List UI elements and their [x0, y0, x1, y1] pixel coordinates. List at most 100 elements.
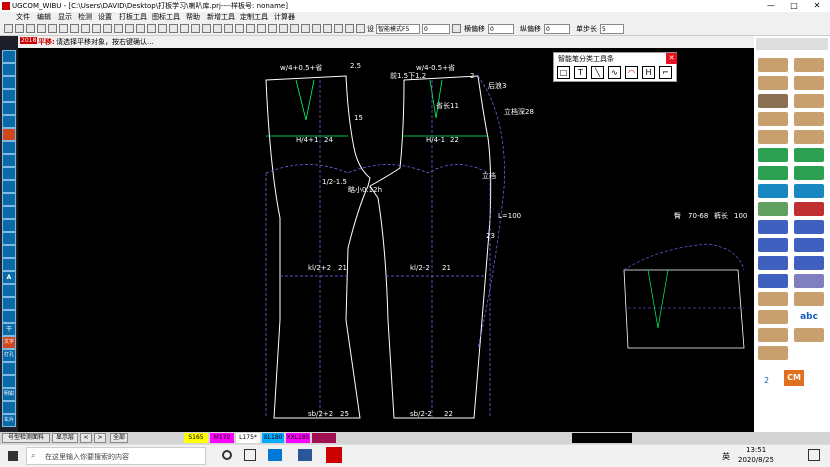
tool-button-icon[interactable] [2, 310, 16, 323]
ruler-icon[interactable] [246, 24, 255, 33]
mode-select[interactable]: 智能模式F5 [376, 24, 420, 34]
seam-icon[interactable] [213, 24, 222, 33]
dialog-h-tool[interactable]: H [642, 66, 655, 79]
tool-orange-icon[interactable] [2, 128, 16, 141]
tool-dart-icon[interactable] [2, 258, 16, 271]
task-view-icon[interactable] [244, 449, 256, 461]
tool-tan3-icon[interactable] [758, 310, 788, 324]
save-icon[interactable] [26, 24, 35, 33]
dialog-t-tool[interactable]: T [574, 66, 587, 79]
menu-settings[interactable]: 设置 [98, 13, 112, 21]
print-icon[interactable] [70, 24, 79, 33]
tool-cut-icon[interactable] [2, 245, 16, 258]
menu-file[interactable]: 文件 [16, 13, 30, 21]
tool-pleat-icon[interactable] [2, 297, 16, 310]
tool-blue3-icon[interactable] [758, 238, 788, 252]
cm-unit-button[interactable]: CM [784, 370, 804, 386]
maximize-button[interactable]: □ [790, 1, 798, 10]
size-tab[interactable]: S165 [184, 433, 208, 443]
calc-icon[interactable] [356, 24, 365, 33]
menu-help[interactable]: 帮助 [186, 13, 200, 21]
tool-notch-icon[interactable] [2, 206, 16, 219]
menu-new-tools[interactable]: 新增工具 [207, 13, 235, 21]
size-check-button[interactable]: 号型检测面料 [2, 433, 50, 443]
tool-arrow2-icon[interactable] [794, 184, 824, 198]
tool-square-icon[interactable] [758, 112, 788, 126]
zoom-fit-icon[interactable] [59, 24, 68, 33]
tool-hole-icon[interactable] [2, 362, 16, 375]
display-layer-button[interactable]: 显示层 [52, 433, 78, 443]
tool-red-icon[interactable] [794, 202, 824, 216]
tool-compass2-icon[interactable] [794, 94, 824, 108]
menu-view[interactable]: 显示 [58, 13, 72, 21]
size-tab[interactable]: XXL185 [286, 433, 310, 443]
tool-blue5-icon[interactable] [758, 256, 788, 270]
dialog-close-button[interactable]: ✕ [666, 53, 677, 64]
undo-icon[interactable] [103, 24, 112, 33]
dialog-line-tool[interactable]: ╲ [591, 66, 604, 79]
tool-punch-label[interactable]: 打孔 [2, 349, 16, 362]
tool-mirror-icon[interactable] [2, 180, 16, 193]
tool-dry-label[interactable]: 干 [2, 323, 16, 336]
dialog-arc-tool[interactable]: ◠ [625, 66, 638, 79]
redo-icon[interactable] [114, 24, 123, 33]
drawing-canvas[interactable]: w/4+0.5+省 2.5 w/4-0.5+省 2 前1.5下1.2 后浪3 立… [18, 48, 754, 432]
tool-compass-icon[interactable] [758, 94, 788, 108]
tool-triangle-icon[interactable] [758, 328, 788, 342]
point-icon[interactable] [334, 24, 343, 33]
tool-rotate-icon[interactable] [2, 193, 16, 206]
tool-purple-icon[interactable] [794, 274, 824, 288]
tool-measure-icon[interactable] [2, 232, 16, 245]
split-icon[interactable] [345, 24, 354, 33]
all-button[interactable]: 全部 [110, 433, 128, 443]
tool-curve-icon[interactable] [2, 89, 16, 102]
taskbar-search-box[interactable]: ⌕ 在这里输入你要搜索的内容 [26, 447, 206, 465]
size-tab[interactable]: M170 [210, 433, 234, 443]
dialog-corner-tool[interactable]: ⌐ [659, 66, 672, 79]
circle-icon[interactable] [301, 24, 310, 33]
angle-icon[interactable] [290, 24, 299, 33]
grid-icon[interactable] [257, 24, 266, 33]
menu-pattern-tools[interactable]: 打板工具 [119, 13, 147, 21]
size-tab[interactable]: L175* [236, 433, 260, 443]
value-field[interactable]: 0 [422, 24, 450, 34]
vertical-offset-field[interactable]: 0 [544, 24, 570, 34]
menu-edit[interactable]: 编辑 [37, 13, 51, 21]
text-icon[interactable] [312, 24, 321, 33]
notifications-icon[interactable] [808, 449, 820, 461]
tool-text-label[interactable]: 文字 [2, 336, 16, 349]
tool-arrow-icon[interactable] [758, 184, 788, 198]
tool-pencil2-icon[interactable] [794, 76, 824, 90]
pleat-icon[interactable] [191, 24, 200, 33]
tool-curve-ruler2-icon[interactable] [794, 130, 824, 144]
next-button[interactable]: > [94, 433, 106, 443]
zoom-out-icon[interactable] [48, 24, 57, 33]
menu-custom-tools[interactable]: 定制工具 [240, 13, 268, 21]
tool-arc-icon[interactable] [2, 141, 16, 154]
tool-piece-label[interactable]: 车片 [2, 414, 16, 427]
tool-line-icon[interactable] [2, 63, 16, 76]
tool-blue7-icon[interactable] [758, 274, 788, 288]
tool-pencil-icon[interactable] [758, 76, 788, 90]
line-icon[interactable] [268, 24, 277, 33]
tool-blue2-icon[interactable] [794, 220, 824, 234]
cortana-icon[interactable] [222, 450, 232, 460]
tool-tan2-icon[interactable] [794, 292, 824, 306]
tool-slash-icon[interactable] [2, 401, 16, 414]
tool-ruler-icon[interactable] [758, 58, 788, 72]
prev-button[interactable]: < [80, 433, 92, 443]
menu-calculator[interactable]: 计算器 [274, 13, 295, 21]
tool-protractor-icon[interactable] [758, 346, 788, 360]
tool-angle-icon[interactable] [2, 154, 16, 167]
notch-icon[interactable] [169, 24, 178, 33]
tool-square2-icon[interactable] [794, 112, 824, 126]
windows-start-icon[interactable] [8, 451, 18, 461]
tool-copy-icon[interactable] [2, 115, 16, 128]
tool-seam-icon[interactable] [2, 219, 16, 232]
cut-icon[interactable] [235, 24, 244, 33]
tool-curve-ruler-icon[interactable] [758, 130, 788, 144]
horizontal-offset-field[interactable]: 0 [488, 24, 514, 34]
step-length-field[interactable]: 5 [600, 24, 624, 34]
tool-blue6-icon[interactable] [794, 256, 824, 270]
edge-icon[interactable] [268, 449, 282, 461]
